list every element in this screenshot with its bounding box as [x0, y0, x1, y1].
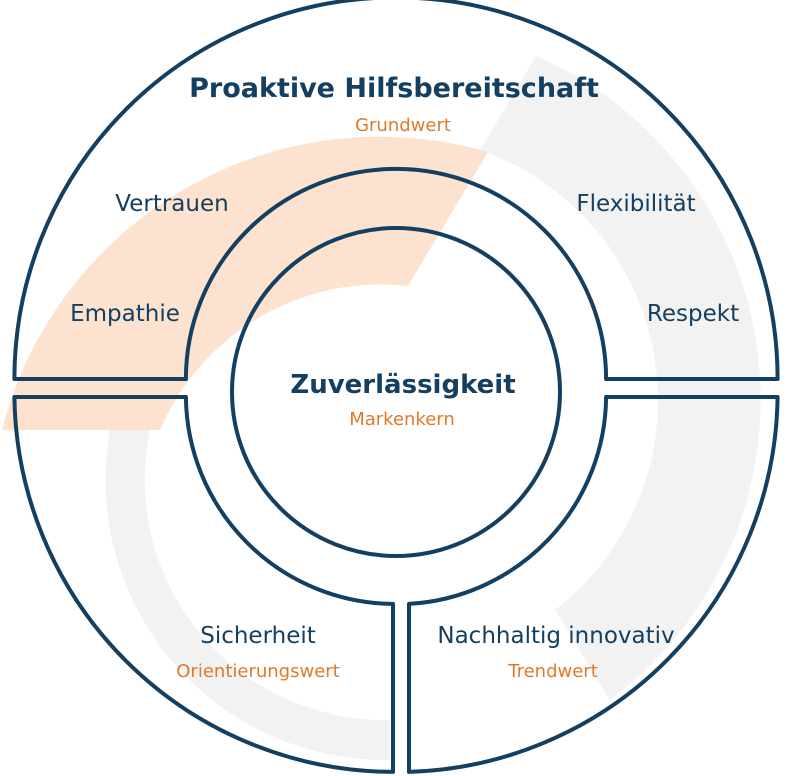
outer-subtitle: Grundwert: [355, 115, 451, 136]
value-respekt: Respekt: [646, 301, 740, 327]
value-flexibilitaet: Flexibilität: [576, 191, 696, 217]
outer-ring-top-section: [12, 0, 780, 381]
background-band-grey: [480, 56, 761, 700]
background-band-orange: [2, 136, 488, 431]
value-vertrauen: Vertrauen: [115, 191, 229, 217]
core-title: Zuverlässigkeit: [290, 370, 516, 400]
bottom-right-title: Nachhaltig innovativ: [437, 623, 675, 649]
outer-ring-bottom-left-section: [12, 395, 395, 774]
core-circle: [230, 226, 562, 558]
core-subtitle: Markenkern: [349, 409, 455, 430]
bottom-left-title: Sicherheit: [200, 623, 316, 649]
bottom-right-subtitle: Trendwert: [508, 661, 598, 682]
bottom-left-subtitle: Orientierungswert: [176, 661, 340, 682]
background-band-grey-lower: [105, 430, 390, 761]
value-empathie: Empathie: [70, 301, 180, 327]
outer-ring-bottom-right-section: [407, 395, 780, 774]
outer-title: Proaktive Hilfsbereitschaft: [189, 73, 599, 104]
